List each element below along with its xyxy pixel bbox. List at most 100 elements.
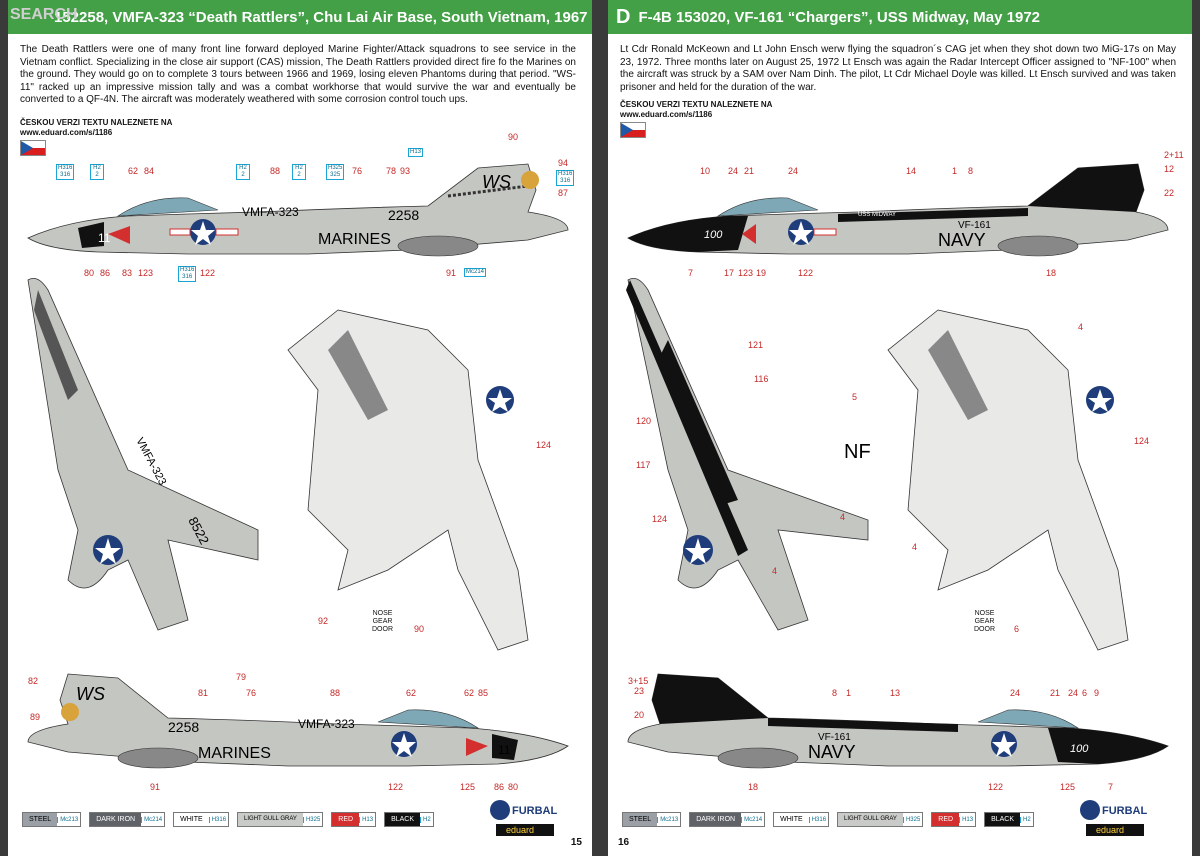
modex-marking: 100 bbox=[704, 229, 723, 241]
callout-number: 116 bbox=[754, 374, 769, 384]
callout-number: 22 bbox=[1164, 188, 1175, 198]
callout-number: 90 bbox=[414, 624, 425, 634]
anti-glare-panel bbox=[78, 222, 104, 248]
paint-chip: H13 bbox=[408, 148, 424, 157]
modex-marking: 11 bbox=[98, 231, 111, 245]
black-spine-stripe bbox=[838, 208, 1028, 222]
czech-flag-icon bbox=[20, 140, 46, 156]
left-plan-views: VMFA-323 8522 bbox=[27, 277, 529, 651]
callout-number: 90 bbox=[508, 132, 519, 142]
mirrored-service: NAVY bbox=[808, 742, 856, 762]
callout-number: 1 bbox=[846, 688, 852, 698]
callout-number: 122 bbox=[200, 268, 216, 278]
callout-number: 76 bbox=[352, 166, 363, 176]
callout-number: 125 bbox=[460, 782, 476, 792]
nose-gear-text3: DOOR bbox=[974, 626, 995, 633]
callout-number: 21 bbox=[1050, 688, 1061, 698]
callout-number: 1 bbox=[952, 166, 958, 176]
canopy bbox=[116, 197, 219, 217]
czech-note-url[interactable]: www.eduard.com/s/1186 bbox=[20, 128, 113, 137]
callout-number: 5 bbox=[852, 392, 858, 402]
callout-number: 2+11 bbox=[1164, 150, 1184, 160]
callout-number: 24 bbox=[788, 166, 799, 176]
callout-number: 12 bbox=[1164, 164, 1175, 174]
callout-number: 24 bbox=[728, 166, 739, 176]
right-header-title: F-4B 153020, VF-161 “Chargers”, USS Midw… bbox=[638, 8, 1041, 26]
callout-number: 125 bbox=[1060, 782, 1076, 792]
callout-number: 124 bbox=[536, 440, 552, 450]
svg-text:eduard: eduard bbox=[506, 825, 534, 835]
page-number: 16 bbox=[618, 837, 630, 848]
callout-number: 6 bbox=[1082, 688, 1088, 698]
callout-number: 91 bbox=[446, 268, 457, 278]
page-number: 15 bbox=[570, 837, 582, 848]
left-side-profile: VMFA-323 2258 MARINES WS 11 bbox=[27, 163, 569, 257]
left-header-band: 152258, VMFA-323 “Death Rattlers”, Chu L… bbox=[8, 0, 592, 34]
right-intro-text: Lt Cdr Ronald McKeown and Lt John Ensch … bbox=[620, 44, 1176, 93]
nose-gear-text2: GEAR bbox=[974, 618, 995, 625]
callout-number: 93 bbox=[400, 166, 411, 176]
fuselage-gull-gray bbox=[27, 163, 569, 255]
callout-number: 122 bbox=[798, 268, 814, 278]
callout-number: 124 bbox=[1134, 436, 1150, 446]
callout-number: 62 bbox=[128, 166, 139, 176]
drop-tank bbox=[397, 235, 479, 257]
callout-number: 86 bbox=[494, 782, 505, 792]
right-side-profile-mirrored: 100 VF-161 NAVY bbox=[627, 673, 1169, 769]
mirrored-bureau-marking: 2258 bbox=[168, 719, 199, 735]
upper-canopy bbox=[34, 290, 78, 400]
callout-number: 4 bbox=[772, 566, 778, 576]
mirrored-modex: 11 bbox=[498, 743, 511, 757]
upper-surface-view bbox=[27, 277, 259, 631]
right-plan-views: NF bbox=[626, 277, 1129, 651]
callout-number: 87 bbox=[558, 188, 569, 198]
callout-number: 10 bbox=[700, 166, 711, 176]
czech-note-url[interactable]: www.eduard.com/s/1186 bbox=[620, 110, 713, 119]
callout-number: 124 bbox=[652, 514, 668, 524]
callout-number: 89 bbox=[30, 712, 41, 722]
callout-number: 78 bbox=[386, 166, 397, 176]
callout-number: 88 bbox=[330, 688, 341, 698]
callout-number: 80 bbox=[84, 268, 95, 278]
mirrored-tail-code: WS bbox=[76, 684, 105, 704]
callout-number: 24 bbox=[1010, 688, 1021, 698]
callout-number: 62 bbox=[464, 688, 475, 698]
ship-marking: USS MIDWAY bbox=[858, 212, 896, 218]
right-side-profile: 100 VF-161 NAVY USS MIDWAY bbox=[627, 163, 1169, 257]
lower-surface-view bbox=[287, 309, 529, 651]
callout-number: 19 bbox=[756, 268, 767, 278]
callout-number: 3+15 bbox=[628, 676, 649, 686]
service-marking: MARINES bbox=[318, 231, 391, 248]
callout-number: 80 bbox=[508, 782, 519, 792]
left-czech-note: ČESKOU VERZI TEXTU NALEZNETE NA www.edua… bbox=[20, 118, 172, 138]
left-intro-text: The Death Rattlers were one of many fron… bbox=[20, 44, 576, 105]
callout-number: 94 bbox=[558, 158, 569, 168]
callout-number: 88 bbox=[270, 166, 281, 176]
black-nose bbox=[628, 216, 748, 252]
callout-number: 85 bbox=[478, 688, 489, 698]
mirrored-service-marking: MARINES bbox=[198, 745, 271, 762]
callout-number: 121 bbox=[748, 340, 764, 350]
callout-number: 117 bbox=[636, 460, 651, 470]
nose-gear-text3: DOOR bbox=[372, 626, 393, 633]
callout-number: 8 bbox=[832, 688, 838, 698]
callout-number: 84 bbox=[144, 166, 155, 176]
svg-text:FURBALL: FURBALL bbox=[1102, 805, 1148, 817]
callout-number: 18 bbox=[1046, 268, 1057, 278]
czech-note-line1: ČESKOU VERZI TEXTU NALEZNETE NA bbox=[20, 118, 173, 127]
paint-chip: Mc214 bbox=[464, 268, 487, 277]
rattlesnake-emblem-icon bbox=[521, 171, 539, 189]
